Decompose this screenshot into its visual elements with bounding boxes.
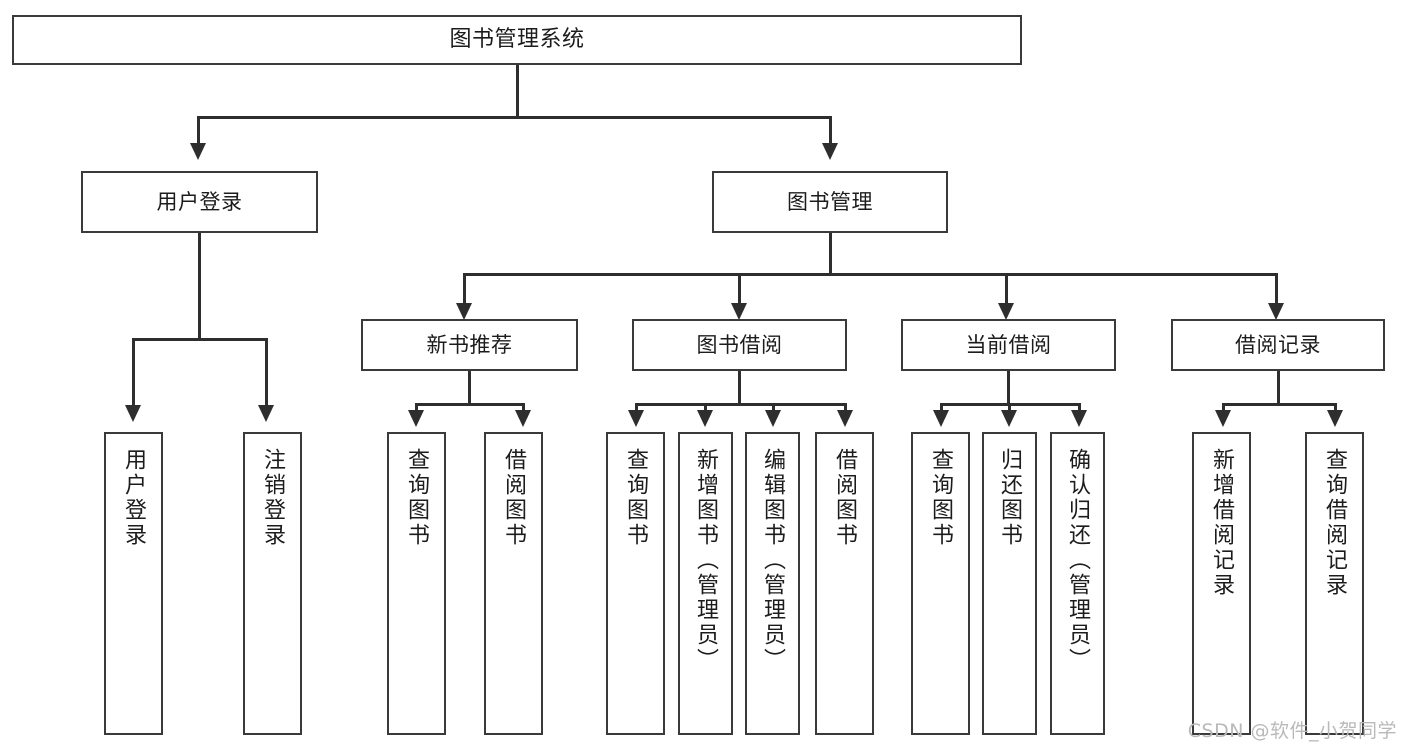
node-label: 用户登录 (156, 189, 243, 214)
arrow-new-book-leaf-1 (408, 410, 424, 427)
leaf-new-book-borrow[interactable]: 借阅图书 (484, 432, 543, 735)
arrow-current-borrow-leaf-1 (933, 410, 949, 427)
node-label: 查询图书 (623, 448, 649, 548)
connector-borrow-book-drop-2 (704, 403, 707, 415)
arrow-current-borrow-leaf-2 (1001, 410, 1017, 427)
node-book-management[interactable]: 图书管理 (712, 171, 948, 233)
connector-new-book-stem (468, 371, 471, 405)
connector-bus-drop-current-borrow (1005, 273, 1008, 306)
node-label: 查询借阅记录 (1322, 448, 1348, 598)
leaf-borrow-book-edit[interactable]: 编辑图书（管理员） (745, 432, 800, 735)
node-label: 新增借阅记录 (1209, 448, 1235, 598)
connector-user-login-stem (198, 233, 201, 340)
connector-bus-drop-borrow-record (1275, 273, 1278, 306)
arrow-root-to-user-login (190, 143, 206, 160)
arrow-borrow-book-leaf-4 (837, 410, 853, 427)
arrow-to-borrow-book (731, 303, 747, 320)
leaf-user-login-login[interactable]: 用户登录 (104, 432, 163, 735)
node-label: 借阅图书 (832, 448, 858, 548)
node-book-borrow[interactable]: 图书借阅 (632, 319, 847, 371)
node-label: 图书管理 (787, 189, 873, 214)
node-label: 图书借阅 (696, 332, 783, 357)
node-label: 当前借阅 (965, 332, 1052, 357)
leaf-new-book-query[interactable]: 查询图书 (387, 432, 446, 735)
leaf-current-borrow-confirm[interactable]: 确认归还（管理员） (1050, 432, 1105, 735)
node-label: 查询图书 (928, 448, 954, 548)
connector-borrow-record-drop-1 (1222, 403, 1225, 415)
leaf-borrow-book-query[interactable]: 查询图书 (606, 432, 665, 735)
connector-current-borrow-drop-3 (1078, 403, 1081, 415)
node-label: 确认归还（管理员） (1065, 448, 1091, 673)
connector-root-stem (516, 65, 519, 118)
connector-user-login-drop-1 (132, 338, 135, 408)
leaf-borrow-book-borrow[interactable]: 借阅图书 (815, 432, 874, 735)
node-label: 用户登录 (121, 448, 147, 548)
connector-current-borrow-drop-1 (940, 403, 943, 415)
connector-current-borrow-stem (1007, 371, 1010, 405)
arrow-user-login-leaf-2 (258, 405, 274, 422)
connector-borrow-book-drop-3 (772, 403, 775, 415)
node-current-borrow[interactable]: 当前借阅 (901, 319, 1116, 371)
connector-current-borrow-drop-2 (1008, 403, 1011, 415)
connector-root-bus (197, 116, 832, 119)
leaf-borrow-record-add[interactable]: 新增借阅记录 (1192, 432, 1251, 735)
connector-root-to-book-mgmt (829, 116, 832, 146)
connector-borrow-book-drop-1 (635, 403, 638, 415)
node-label: 图书管理系统 (449, 27, 585, 53)
node-new-book-recommend[interactable]: 新书推荐 (361, 319, 578, 371)
connector-bus-drop-new-book (463, 273, 466, 306)
arrow-new-book-leaf-2 (515, 410, 531, 427)
node-root-system[interactable]: 图书管理系统 (12, 15, 1022, 65)
arrow-borrow-record-leaf-1 (1215, 410, 1231, 427)
connector-user-login-bus (132, 338, 268, 341)
connector-borrow-record-drop-2 (1334, 403, 1337, 415)
connector-book-mgmt-bus (463, 273, 1278, 276)
connector-new-book-drop-1 (415, 403, 418, 415)
arrow-borrow-record-leaf-2 (1327, 410, 1343, 427)
node-label: 新增图书（管理员） (693, 448, 719, 673)
arrow-borrow-book-leaf-1 (628, 410, 644, 427)
node-label: 新书推荐 (426, 332, 513, 357)
arrow-to-current-borrow (998, 303, 1014, 320)
arrow-borrow-book-leaf-3 (765, 410, 781, 427)
connector-borrow-record-bus (1222, 403, 1337, 406)
node-label: 借阅图书 (501, 448, 527, 548)
connector-borrow-book-drop-4 (844, 403, 847, 415)
arrow-current-borrow-leaf-3 (1071, 410, 1087, 427)
connector-bus-drop-borrow-book (738, 273, 741, 306)
connector-borrow-book-bus (635, 403, 847, 406)
node-label: 查询图书 (404, 448, 430, 548)
leaf-current-borrow-query[interactable]: 查询图书 (911, 432, 970, 735)
leaf-current-borrow-return[interactable]: 归还图书 (982, 432, 1037, 735)
connector-root-to-user-login (197, 116, 200, 146)
leaf-borrow-book-add[interactable]: 新增图书（管理员） (678, 432, 733, 735)
connector-book-mgmt-stem (829, 233, 832, 275)
leaf-borrow-record-query[interactable]: 查询借阅记录 (1305, 432, 1364, 735)
arrow-root-to-book-mgmt (822, 143, 838, 160)
arrow-to-new-book (456, 303, 472, 320)
connector-new-book-bus (415, 403, 525, 406)
connector-new-book-drop-2 (522, 403, 525, 415)
arrow-user-login-leaf-1 (125, 405, 141, 422)
node-label: 注销登录 (260, 448, 286, 548)
node-user-login[interactable]: 用户登录 (81, 171, 318, 233)
leaf-user-login-logout[interactable]: 注销登录 (243, 432, 302, 735)
node-label: 归还图书 (997, 448, 1023, 548)
arrow-borrow-book-leaf-2 (697, 410, 713, 427)
node-label: 借阅记录 (1235, 332, 1321, 357)
arrow-to-borrow-record (1268, 303, 1284, 320)
connector-borrow-book-stem (738, 371, 741, 405)
node-label: 编辑图书（管理员） (760, 448, 786, 673)
node-borrow-record[interactable]: 借阅记录 (1171, 319, 1385, 371)
connector-user-login-drop-2 (265, 338, 268, 408)
connector-borrow-record-stem (1277, 371, 1280, 405)
